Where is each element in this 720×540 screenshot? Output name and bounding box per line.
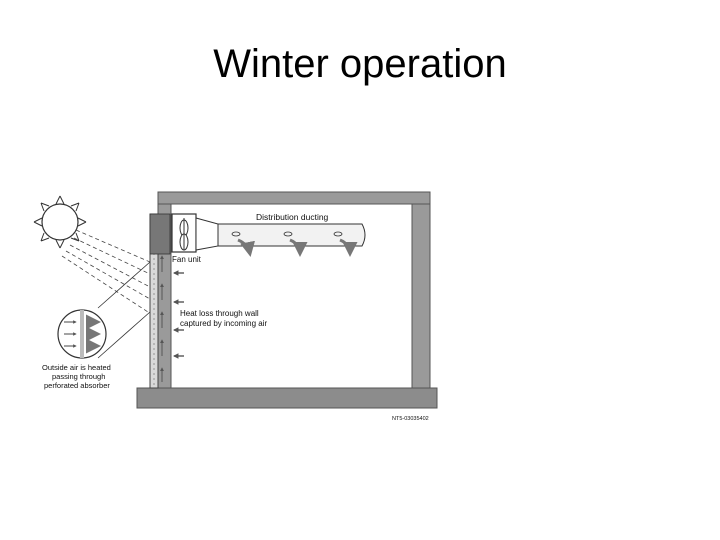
supply-air-arrows (237, 238, 358, 257)
roof (157, 191, 431, 205)
figure-code: NT5-03035402 (392, 416, 429, 422)
perforated-absorber (149, 213, 171, 389)
floor-slab (136, 387, 438, 409)
label-distribution-ducting: Distribution ducting (256, 212, 329, 222)
label-heat-loss-2: captured by incoming air (180, 319, 267, 328)
right-wall (411, 203, 431, 391)
building-walls (136, 191, 438, 409)
label-outside-air-1: Outside air is heated (42, 363, 111, 372)
magnifier-circle-icon (57, 261, 151, 359)
fan-icon (179, 218, 189, 251)
label-outside-air-2: passing through (52, 372, 105, 381)
distribution-duct (195, 217, 366, 251)
fan-unit (171, 213, 197, 253)
label-outside-air-3: perforated absorber (44, 381, 110, 390)
slide-title: Winter operation (213, 42, 507, 86)
label-heat-loss-1: Heat loss through wall (180, 309, 259, 318)
heat-loss-arrows (172, 270, 184, 359)
sun-rays (61, 229, 151, 313)
sun-icon (33, 195, 87, 249)
label-fan-unit: Fan unit (172, 255, 202, 264)
